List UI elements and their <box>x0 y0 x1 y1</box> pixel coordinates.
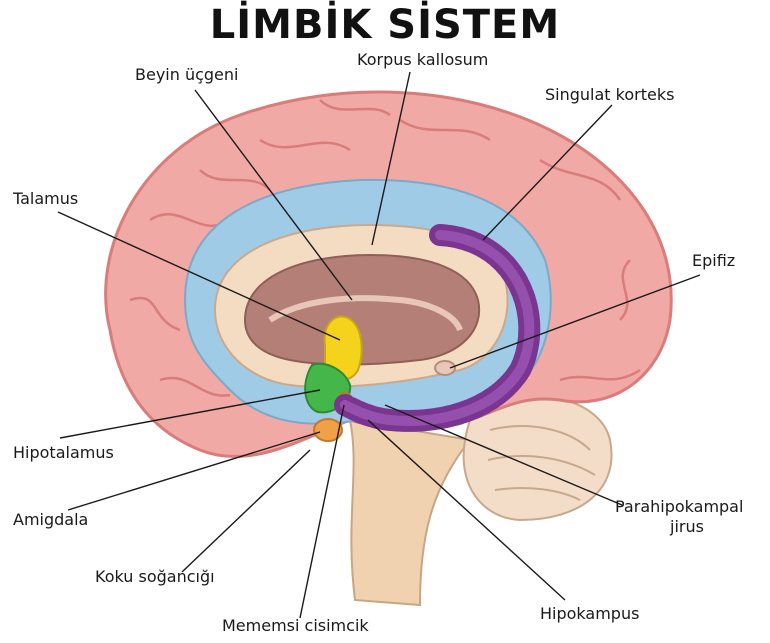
label-mememsi-cisimcik: Mememsi cisimcik <box>222 616 369 635</box>
label-korpus-kallosum: Korpus kallosum <box>357 50 489 69</box>
label-epifiz: Epifiz <box>692 251 736 270</box>
brainstem <box>348 418 472 607</box>
label-talamus: Talamus <box>13 189 79 208</box>
label-amigdala: Amigdala <box>13 510 89 529</box>
label-hipokampus: Hipokampus <box>540 604 640 623</box>
label-hipotalamus: Hipotalamus <box>13 443 114 462</box>
leader-lines <box>57 71 701 619</box>
amygdala <box>313 418 343 442</box>
label-beyin-ucgeni: Beyin üçgeni <box>135 65 239 84</box>
label-jirus: jirus <box>670 517 704 536</box>
pineal-gland <box>434 360 456 376</box>
page-title: LİMBİK SİSTEM <box>209 2 561 48</box>
label-koku-sogancigi: Koku soğancığı <box>95 567 215 586</box>
label-singulat-korteks: Singulat korteks <box>545 85 675 104</box>
label-parahipokampal: Parahipokampal <box>615 497 744 516</box>
